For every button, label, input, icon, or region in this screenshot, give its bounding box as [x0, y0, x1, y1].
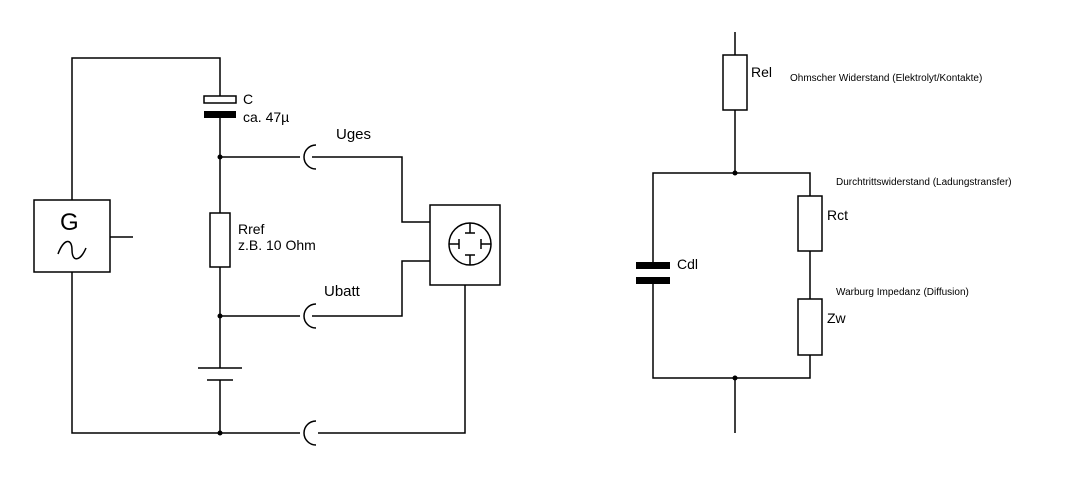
probe-ubatt-wire-right [312, 260, 430, 317]
probe-ubatt-label: Ubatt [324, 283, 361, 300]
wire-upper-branch [652, 172, 811, 262]
reference-resistor-value: z.B. 10 Ohm [238, 237, 316, 253]
capacitor-c-plate-open [203, 95, 237, 104]
junction-bottom [217, 430, 223, 436]
battery [198, 367, 242, 381]
probe-uges-wire-right [312, 156, 430, 223]
bottom-connector [303, 420, 317, 446]
electrolyte-resistor-description: Ohmscher Widerstand (Elektrolyt/Kontakte… [790, 73, 982, 84]
probe-uges: Uges [220, 126, 430, 223]
sine-wave-icon [57, 240, 87, 260]
probe-ubatt: Ubatt [220, 260, 430, 329]
capacitor-c-value: ca. 47µ [243, 109, 289, 125]
warburg-impedance-name: Zw [827, 310, 847, 326]
capacitor-c-plate-filled [204, 111, 236, 118]
electrolyte-resistor: Rel Ohmscher Widerstand (Elektrolyt/Kont… [722, 54, 982, 111]
generator-symbol: G [60, 209, 79, 236]
generator-box [33, 199, 111, 273]
double-layer-capacitor: Cdl [636, 256, 698, 284]
reference-resistor-body [209, 212, 231, 268]
capacitor-c: C ca. 47µ [203, 91, 289, 125]
oscilloscope-box [429, 204, 501, 286]
generator: G [33, 199, 111, 273]
probe-uges-label: Uges [336, 126, 371, 143]
double-layer-capacitor-plate-bottom [636, 277, 670, 284]
electrolyte-resistor-name: Rel [751, 64, 772, 80]
capacitor-c-name: C [243, 91, 253, 107]
reference-resistor: Rref z.B. 10 Ohm [209, 212, 316, 268]
wire-bottom-right [318, 285, 466, 434]
junction-top [732, 170, 738, 176]
probe-ubatt-connector [303, 303, 317, 329]
wire-lower-branch [652, 284, 811, 379]
oscilloscope [429, 204, 501, 286]
probe-uges-connector [303, 144, 317, 170]
warburg-impedance-body [797, 298, 823, 356]
charge-transfer-resistor-body [797, 195, 823, 252]
wire-top [71, 57, 221, 237]
electrolyte-resistor-body [722, 54, 748, 111]
double-layer-capacitor-plate-top [636, 262, 670, 269]
battery-equivalent-circuit: Rel Ohmscher Widerstand (Elektrolyt/Kont… [636, 32, 1012, 433]
junction-bottom-right [732, 375, 738, 381]
warburg-impedance-description: Warburg Impedanz (Diffusion) [836, 287, 969, 298]
charge-transfer-resistor-name: Rct [827, 207, 848, 223]
charge-transfer-resistor: Rct Durchtrittswiderstand (Ladungstransf… [797, 177, 1012, 252]
wire-bottom [71, 272, 300, 434]
reference-resistor-name: Rref [238, 221, 265, 237]
measurement-circuit: G C ca. 47µ Rref z.B. 10 Ohm [33, 57, 501, 446]
double-layer-capacitor-name: Cdl [677, 256, 698, 272]
charge-transfer-resistor-description: Durchtrittswiderstand (Ladungstransfer) [836, 177, 1012, 188]
warburg-impedance: Zw Warburg Impedanz (Diffusion) [797, 287, 969, 356]
